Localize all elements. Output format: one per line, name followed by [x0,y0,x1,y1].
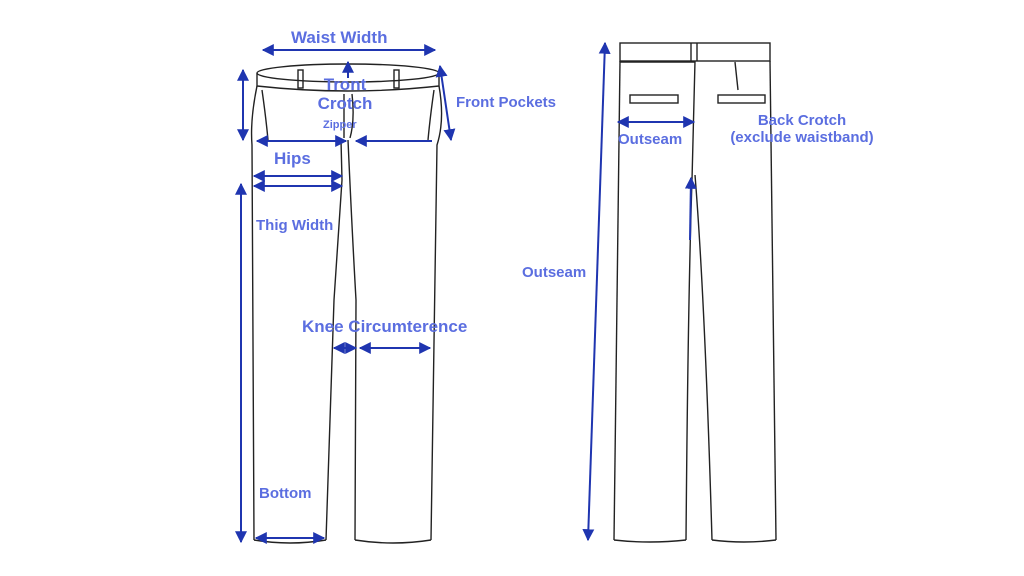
zipper-label: Zipper [323,119,357,131]
front-pocket-arrow [435,64,456,142]
knee-circumference-label: Knee Circumterence [302,317,468,336]
thigh-width-label: Thig Width [256,217,334,234]
front-crotch-label-line1: Tront [323,75,367,94]
back-pants-outline [613,42,777,543]
back-outseam-side-label: Outseam [522,264,587,281]
back-outseam-top-label: Outseam [618,131,683,148]
front-crotch-label-line2: Crotch [317,94,373,113]
front-pockets-label: Front Pockets [456,94,557,111]
hips-label: Hips [274,149,311,168]
bottom-label: Bottom [259,485,312,502]
back-crotch-arrow [684,176,697,241]
waist-width-label: Waist Width [291,28,388,47]
back-crotch-label-line1: Back Crotch [757,112,847,129]
back-crotch-label-line2: (exclude waistband) [730,129,874,146]
back-measure-lines [582,41,697,542]
front-measure-lines [235,44,456,544]
back-outseam-arrow [582,41,611,542]
front-pants-outline [250,63,443,544]
